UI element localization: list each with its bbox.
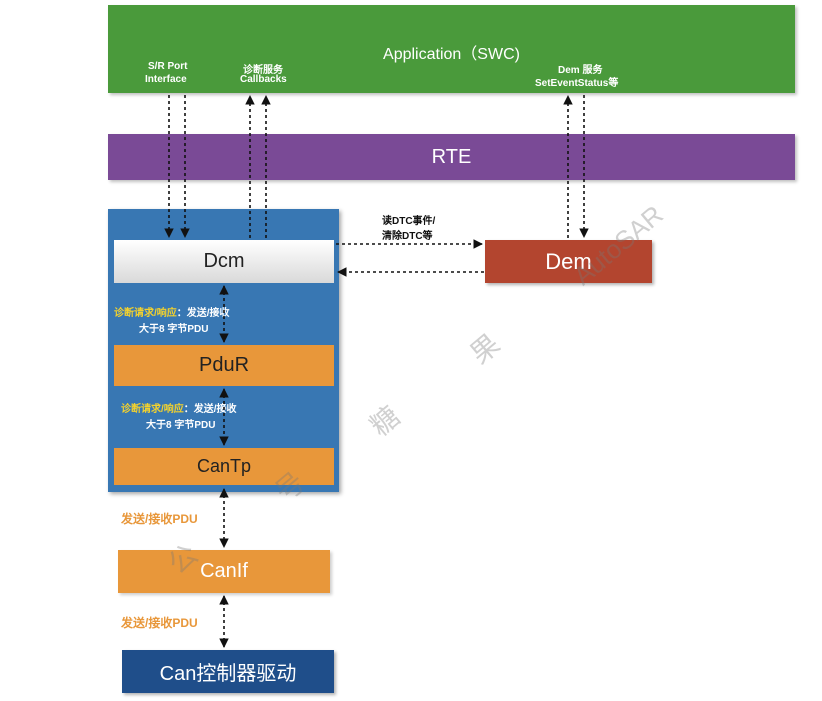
- sr-port-label-line2: Interface: [145, 74, 187, 85]
- rte-layer: RTE: [108, 134, 795, 180]
- diag-service-label-line1: 诊断服务: [243, 65, 283, 76]
- canif-driver-label: 发送/接收PDU: [121, 616, 198, 630]
- cantp-canif-label: 发送/接收PDU: [121, 512, 198, 526]
- dcm-module: Dcm: [114, 240, 334, 283]
- application-layer: Application（SWC): [108, 5, 795, 93]
- pdur-cantp-label-highlight: 诊断请求/响应: [121, 404, 184, 415]
- dcm-pdur-label-rest: ：发送/接收: [176, 308, 230, 319]
- dcm-pdur-label-highlight: 诊断请求/响应: [114, 308, 177, 319]
- rte-title: RTE: [431, 146, 472, 168]
- diag-service-label-line2: Callbacks: [240, 74, 287, 85]
- pdur-cantp-label-rest: ：发送/接收: [183, 404, 237, 415]
- pdur-module: PduR: [114, 345, 334, 386]
- dem-module: Dem: [485, 240, 652, 283]
- pdur-cantp-label-line1: 诊断请求/响应：发送/接收: [121, 400, 237, 415]
- dem-service-label-line2: SetEventStatus等: [535, 78, 619, 89]
- dcm-pdur-label-line2: 大于8 字节PDU: [139, 324, 209, 335]
- application-title: Application（SWC): [383, 46, 520, 63]
- canif-module: CanIf: [118, 550, 330, 593]
- dcm-pdur-label-line1: 诊断请求/响应：发送/接收: [114, 304, 230, 319]
- pdur-cantp-label-line2: 大于8 字节PDU: [146, 420, 216, 431]
- read-dtc-label-line1: 读DTC事件/: [382, 216, 436, 227]
- can-driver-module: Can控制器驱动: [122, 650, 334, 693]
- sr-port-label-line1: S/R Port: [148, 61, 188, 72]
- read-dtc-label-line2: 清除DTC等: [382, 231, 433, 242]
- cantp-module: CanTp: [114, 448, 334, 485]
- dem-service-label-line1: Dem 服务: [558, 65, 603, 76]
